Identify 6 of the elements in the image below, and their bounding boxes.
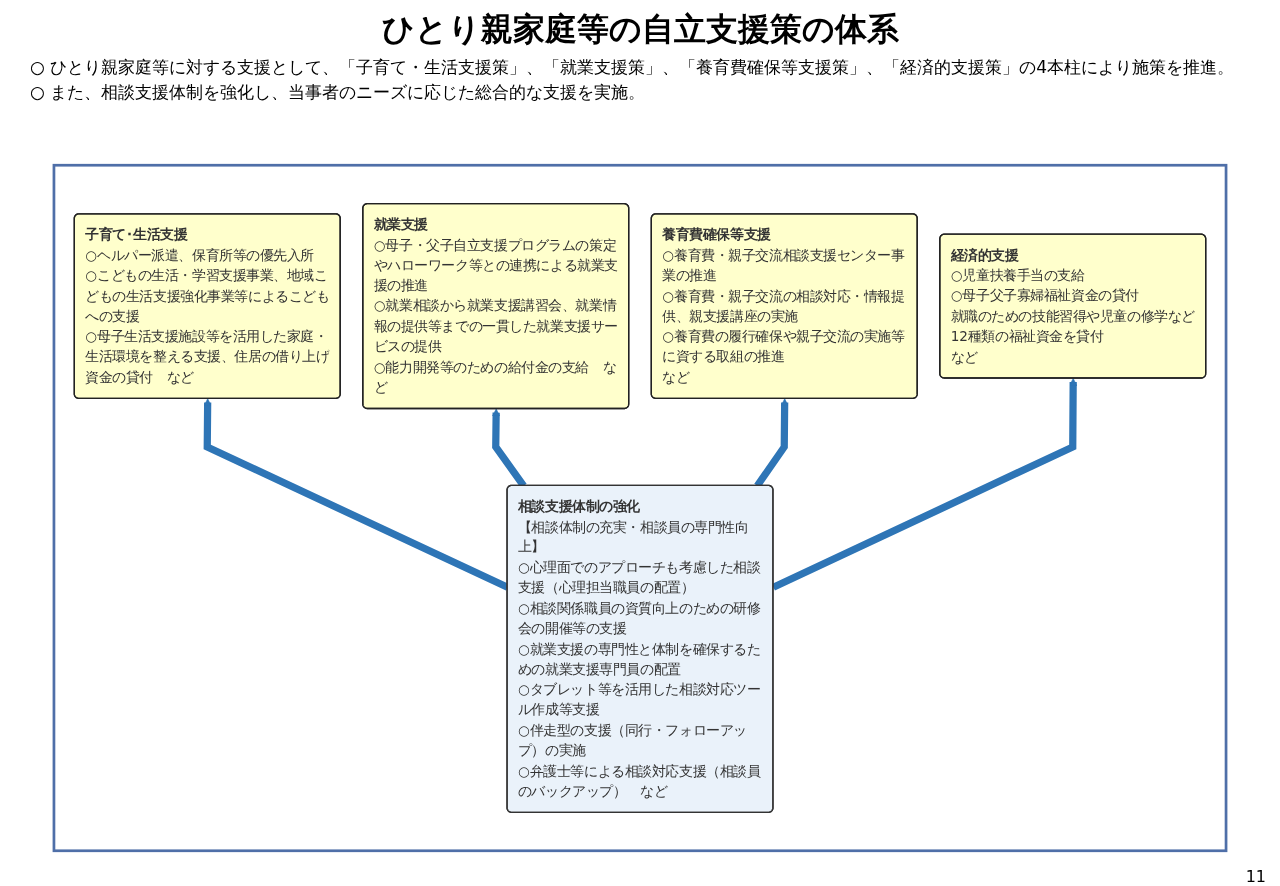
- arrow: [754, 398, 789, 488]
- page-number: 11: [1245, 867, 1266, 886]
- note-text: ○ ひとり親家庭等に対する支援として、「子育て・生活支援策」、「就業支援策」、「養育費確保等支援策」、「経済的支援策」の4本柱により施策を推進。: [30, 56, 1236, 79]
- note-text: ○ また、相談支援体制を強化し、当事者のニーズに応じた総合的な支援を実施。: [30, 80, 647, 104]
- cluster: [52, 163, 1228, 853]
- title: ひとり親家庭等の自立支援策の体系: [380, 9, 900, 50]
